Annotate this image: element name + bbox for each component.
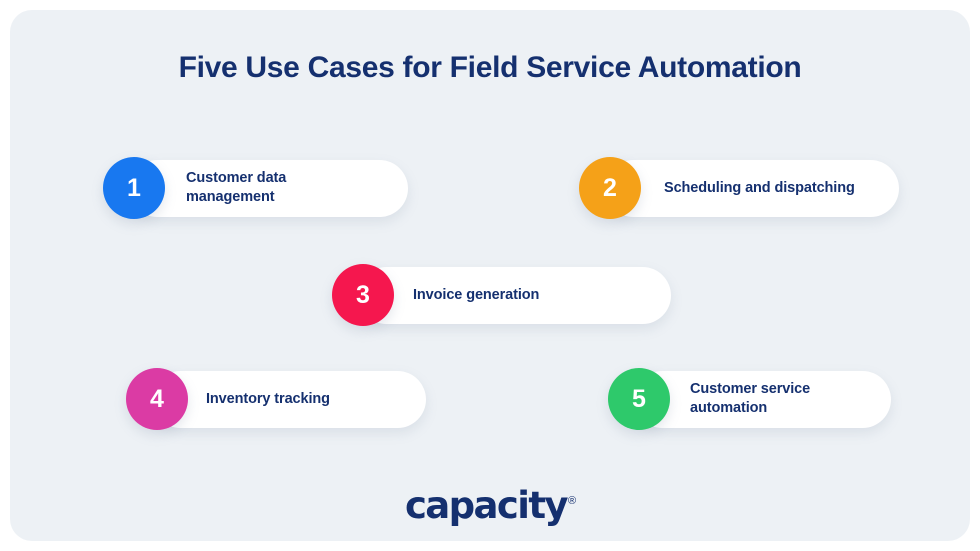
infographic-panel: Five Use Cases for Field Service Automat… — [10, 10, 970, 541]
card-number-badge: 2 — [579, 157, 641, 219]
logo-wordmark: capacity — [404, 484, 569, 527]
card-number-badge: 5 — [608, 368, 670, 430]
registered-trademark-icon: ® — [567, 494, 577, 507]
use-case-card-2[interactable]: 2 Scheduling and dispatching — [579, 157, 899, 219]
card-number-badge: 1 — [103, 157, 165, 219]
card-pill — [634, 371, 891, 428]
card-label: Inventory tracking — [206, 390, 330, 407]
use-case-card-1[interactable]: 1 Customer data management — [103, 157, 408, 219]
page-title: Five Use Cases for Field Service Automat… — [178, 51, 802, 84]
card-label: Customer service automation — [690, 381, 811, 416]
card-number-badge: 4 — [126, 368, 188, 430]
use-case-card-4[interactable]: 4 Inventory tracking — [126, 368, 426, 430]
card-label: Invoice generation — [413, 286, 540, 303]
card-pill — [152, 371, 426, 428]
card-pill — [129, 160, 408, 217]
card-number-badge: 3 — [332, 264, 394, 326]
card-label: Scheduling and dispatching — [664, 179, 855, 196]
use-case-card-5[interactable]: 5 Customer service automation — [608, 368, 891, 430]
card-label: Customer data management — [186, 170, 287, 205]
use-case-card-3[interactable]: 3 Invoice generation — [332, 264, 671, 326]
card-pill — [358, 267, 671, 324]
brand-logo: capacity® — [10, 484, 970, 527]
card-pill — [605, 160, 899, 217]
